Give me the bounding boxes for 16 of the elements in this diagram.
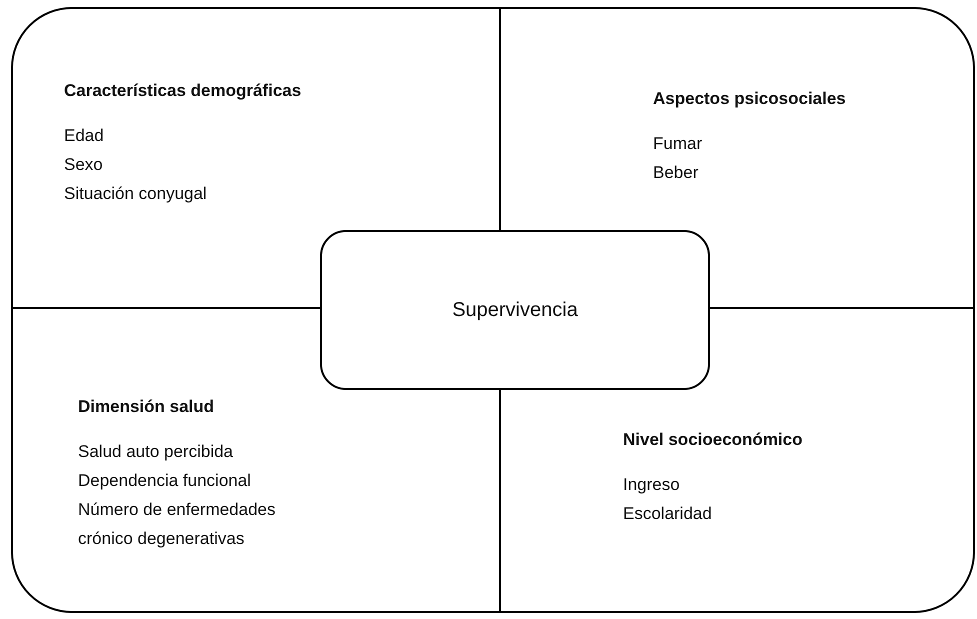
factor-item: Sexo — [64, 154, 103, 176]
quadrant-heading: Nivel socioeconómico — [623, 429, 802, 451]
factor-item: Escolaridad — [623, 503, 712, 525]
factor-item: Dependencia funcional — [78, 470, 252, 492]
quadrant-heading: Dimensión salud — [78, 396, 214, 418]
center-box — [320, 230, 710, 390]
quadrant-heading: Características demográficas — [64, 80, 302, 102]
factor-item: Número de enfermedades crónico degenerativas — [78, 499, 277, 550]
factor-item: Beber — [653, 162, 698, 184]
factor-item: Ingreso — [623, 474, 680, 496]
factor-item: Situación conyugal — [64, 183, 207, 205]
factor-item: Fumar — [653, 133, 702, 155]
center-label: Supervivencia — [452, 298, 578, 322]
factor-item: Salud auto percibida — [78, 441, 234, 463]
quadrant-heading: Aspectos psicosociales — [653, 88, 846, 110]
factor-item: Edad — [64, 125, 104, 147]
